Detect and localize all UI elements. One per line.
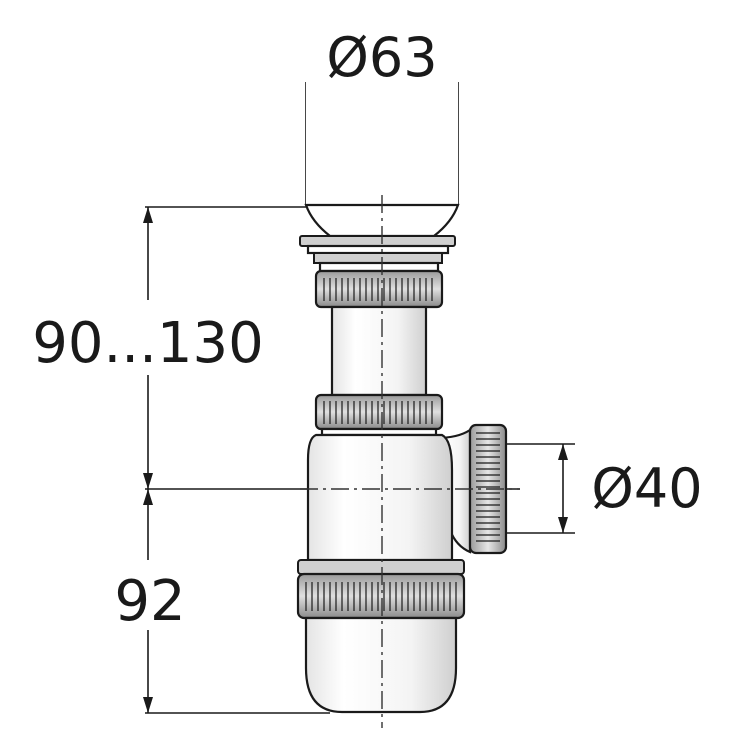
bottle-body	[306, 433, 454, 562]
upper-nut-ribs	[323, 278, 433, 301]
inlet-tube	[306, 82, 458, 204]
bottom-cup	[304, 616, 458, 714]
arrow-up-2	[143, 489, 153, 505]
flange-ring-1	[299, 235, 456, 247]
lower-collar	[297, 559, 465, 575]
lower-nut	[296, 572, 466, 620]
height-dimensions: 90...130 92	[32, 206, 520, 714]
outlet-nut-ribs	[476, 432, 500, 542]
lower-nut-ribs	[305, 582, 457, 611]
arrow-outlet-down	[558, 517, 568, 533]
upper-nut	[314, 269, 444, 309]
middle-nut	[314, 393, 444, 431]
lower-height-label: 92	[114, 569, 185, 634]
arrow-down-2	[143, 697, 153, 713]
top-diameter-label: Ø63	[326, 26, 437, 89]
flange-ring-2	[306, 244, 450, 255]
flange-ring-4	[318, 261, 440, 273]
arrow-down-1	[143, 473, 153, 489]
outlet-diameter-label: Ø40	[591, 457, 702, 520]
middle-nut-ribs	[323, 401, 433, 424]
telescopic-pipe	[330, 305, 428, 397]
outlet-diameter-dimension: Ø40	[505, 443, 703, 534]
flange-ring-3	[313, 252, 443, 264]
arrow-outlet-up	[558, 444, 568, 460]
arrow-up-1	[143, 207, 153, 223]
upper-height-label: 90...130	[32, 311, 264, 376]
bottle-trap	[296, 82, 520, 728]
